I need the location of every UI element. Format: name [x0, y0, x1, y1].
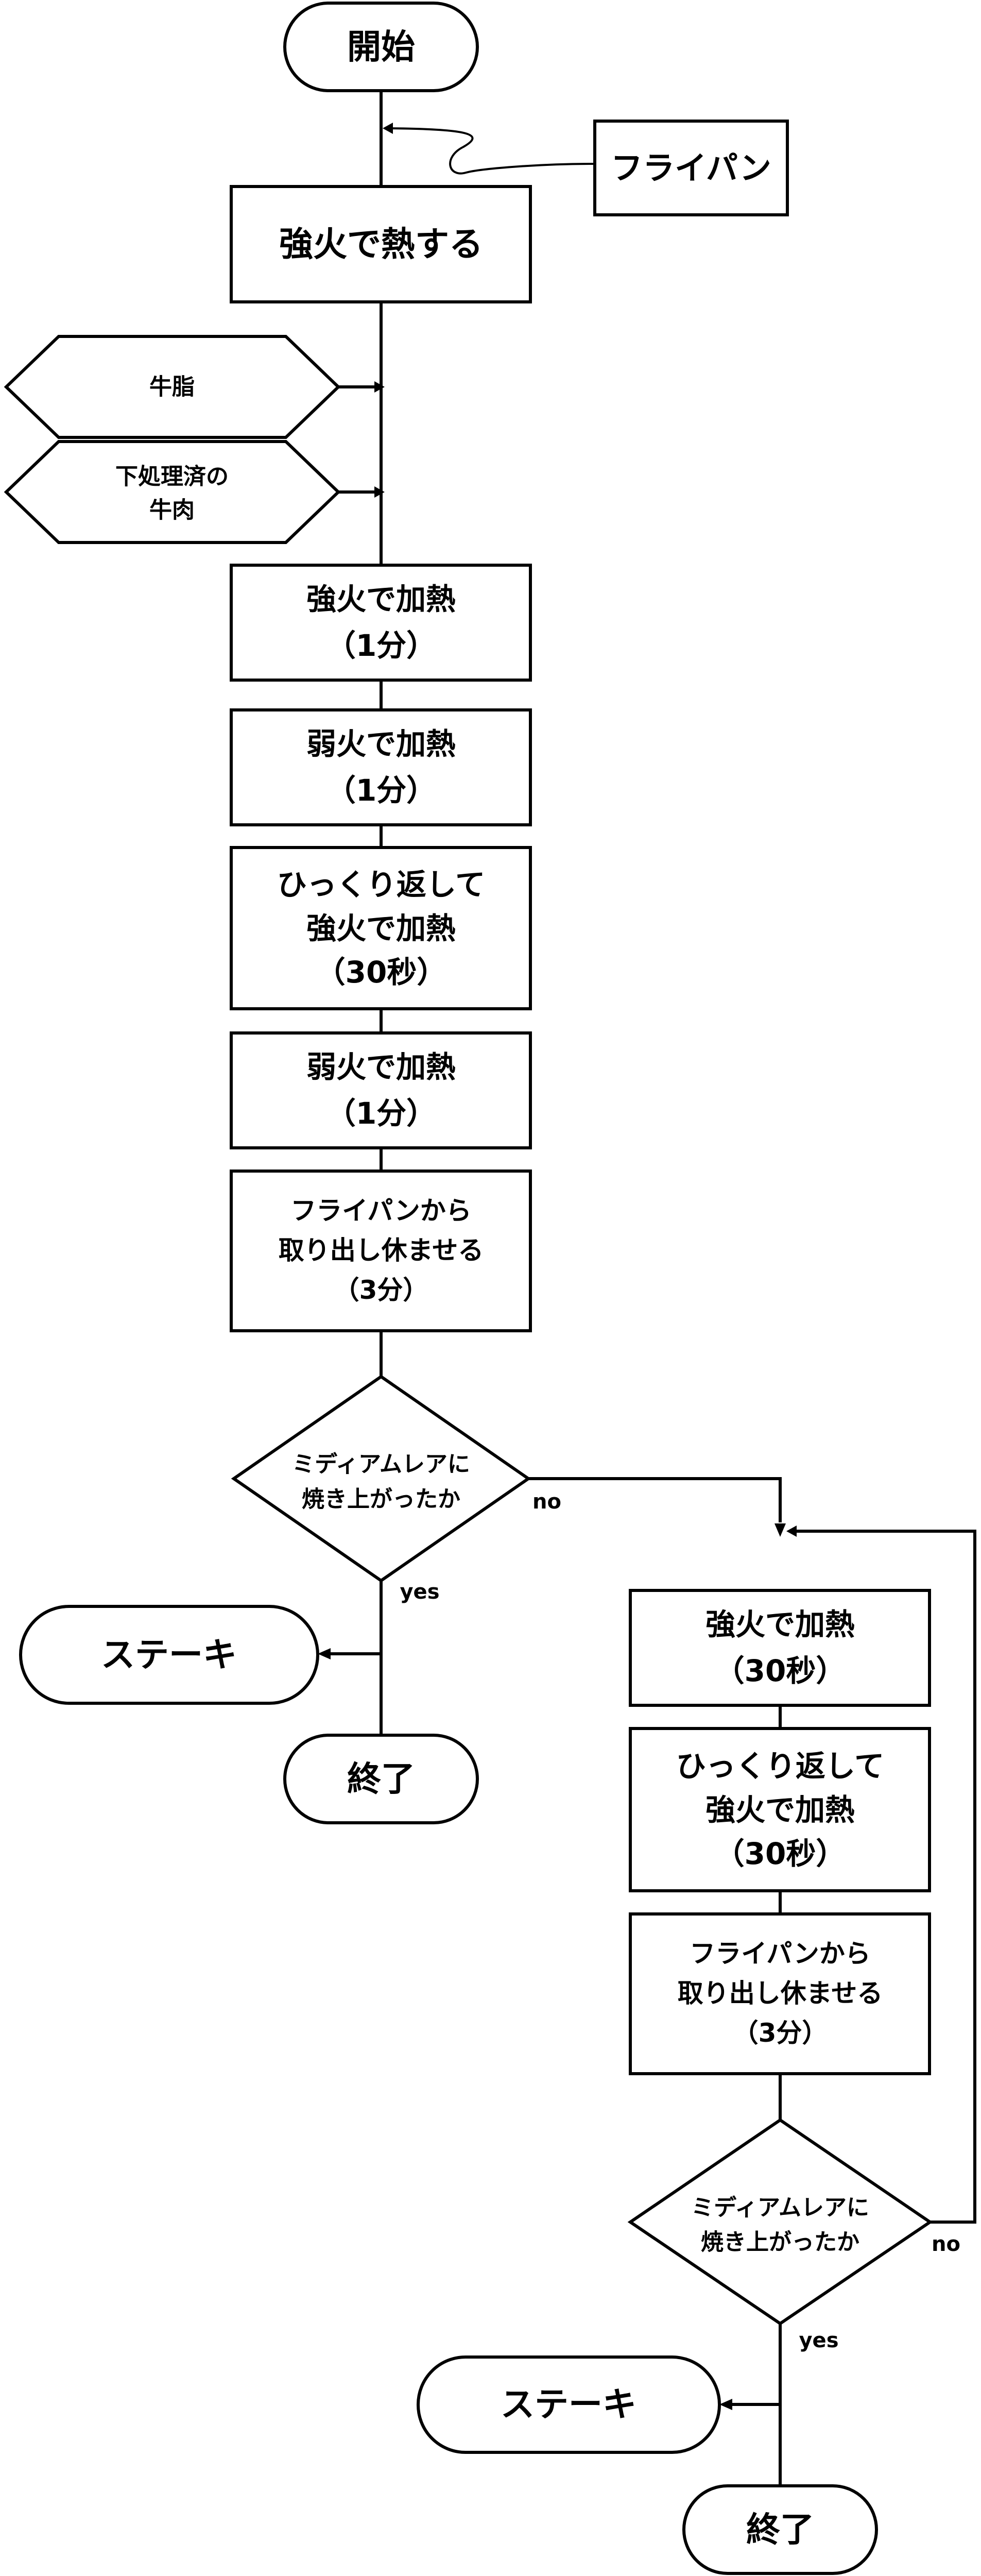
retry3-line1: フライパンから	[690, 1939, 871, 1969]
step1-line1: 強火で加熱	[306, 582, 456, 617]
end2-label: 終了	[746, 2510, 814, 2550]
heat-pan-label: 強火で熱する	[279, 225, 483, 264]
start-terminator: 開始	[283, 2, 479, 92]
decision-medium-rare-2: ミディアムレアに 焼き上がったか no yes	[627, 2118, 960, 2352]
decision1-no-label: no	[532, 1490, 561, 1514]
step5-line1: フライパンから	[290, 1196, 472, 1226]
steak-output-1: ステーキ	[19, 1605, 319, 1705]
prepared-beef-input: 下処理済の 牛肉	[4, 440, 377, 544]
retry-rest-3min: フライパンから 取り出し休ませる （3分）	[629, 1912, 931, 2075]
retry2-line2: 強火で加熱	[705, 1792, 855, 1827]
step4-line2: （1分）	[326, 1096, 436, 1131]
retry-high-heat-30s: 強火で加熱 （30秒）	[629, 1589, 931, 1707]
step-low-heat-1min-2: 弱火で加熱 （1分）	[230, 1031, 532, 1149]
decision1-line2: 焼き上がったか	[302, 1486, 460, 1513]
step3-line1: ひっくり返して	[277, 867, 485, 902]
decision2-line2: 焼き上がったか	[701, 2229, 859, 2256]
retry2-line3: （30秒）	[715, 1836, 846, 1871]
step3-line2: 強火で加熱	[306, 911, 456, 946]
step5-line2: 取り出し休ませる	[279, 1235, 484, 1265]
connector-lines	[330, 91, 976, 2486]
frying-pan-box: フライパン	[593, 120, 789, 216]
steak-output-2: ステーキ	[417, 2355, 721, 2454]
decision2-no-label: no	[932, 2232, 960, 2256]
decision2-yes-label: yes	[799, 2329, 838, 2352]
step1-line2: （1分）	[326, 628, 436, 663]
steak2-label: ステーキ	[501, 2385, 636, 2425]
decision-medium-rare-1: ミディアムレアに 焼き上がったか no yes	[231, 1375, 561, 1604]
beef-fat-input: 牛脂	[4, 335, 377, 439]
step-flip-high-heat-30s: ひっくり返して 強火で加熱 （30秒）	[230, 846, 532, 1010]
step2-line1: 弱火で加熱	[306, 726, 456, 761]
prepared-beef-label-line2: 牛肉	[149, 497, 195, 523]
retry3-line3: （3分）	[733, 2018, 828, 2048]
end-terminator-1: 終了	[283, 1734, 479, 1824]
retry2-line1: ひっくり返して	[676, 1749, 884, 1784]
step-low-heat-1min: 弱火で加熱 （1分）	[230, 708, 532, 826]
steak1-label: ステーキ	[101, 1635, 237, 1675]
heat-pan-step: 強火で熱する	[230, 185, 532, 303]
step3-line3: （30秒）	[316, 955, 447, 990]
decision1-yes-label: yes	[400, 1580, 439, 1604]
retry-flip-high-heat-30s: ひっくり返して 強火で加熱 （30秒）	[629, 1727, 931, 1892]
retry1-line1: 強火で加熱	[705, 1607, 855, 1642]
frying-pan-label: フライパン	[611, 149, 771, 187]
step4-line1: 弱火で加熱	[306, 1049, 456, 1084]
step2-line2: （1分）	[326, 773, 436, 808]
decision2-line1: ミディアムレアに	[691, 2195, 869, 2221]
beef-fat-label: 牛脂	[149, 374, 195, 400]
arrowheads	[318, 123, 797, 2410]
prepared-beef-label-line1: 下処理済の	[115, 464, 229, 490]
start-label: 開始	[347, 27, 415, 67]
retry1-line2: （30秒）	[715, 1653, 846, 1688]
end1-label: 終了	[347, 1759, 415, 1799]
end-terminator-2: 終了	[682, 2484, 878, 2575]
retry3-line2: 取り出し休ませる	[678, 1978, 883, 2008]
decision1-line1: ミディアムレアに	[292, 1451, 470, 1478]
step-rest-3min: フライパンから 取り出し休ませる （3分）	[230, 1170, 532, 1332]
step-high-heat-1min: 強火で加熱 （1分）	[230, 564, 532, 682]
step5-line3: （3分）	[334, 1275, 429, 1305]
